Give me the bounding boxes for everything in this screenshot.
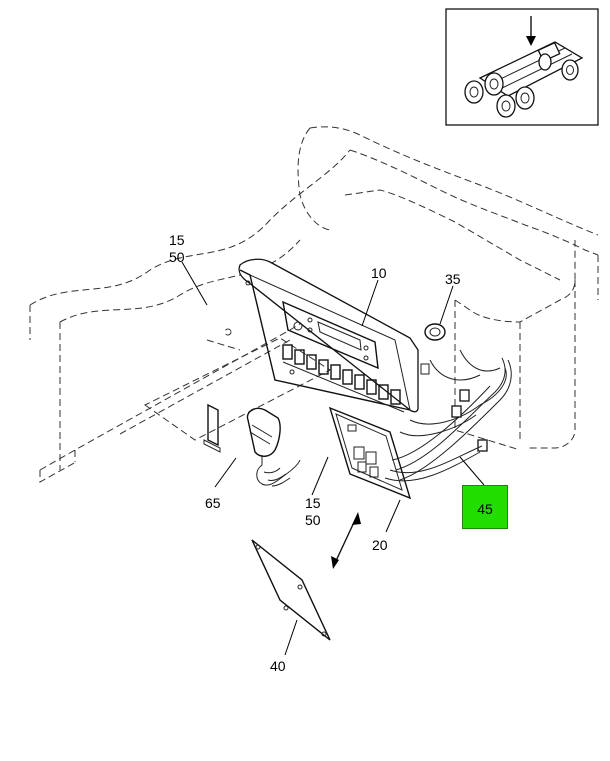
callout-15-bottom: 15: [305, 495, 321, 511]
wiring-harness: [384, 349, 512, 482]
callout-20: 20: [372, 537, 388, 553]
knob: [420, 323, 446, 375]
cover-plate: [251, 539, 331, 641]
callout-40: 40: [270, 658, 286, 674]
mic-bracket: [203, 403, 221, 453]
radio-unit: [282, 300, 379, 370]
control-panel: [238, 258, 419, 413]
callout-35: 35: [445, 271, 461, 287]
callout-45-label: 45: [477, 501, 493, 517]
lower-switch-panel: [328, 406, 412, 500]
locator-arrow-icon: [526, 16, 536, 46]
locator-inset: [445, 8, 599, 126]
callout-65: 65: [205, 495, 221, 511]
rocker-switch-row: [282, 344, 405, 413]
highlighted-callout-45[interactable]: 45: [462, 485, 508, 529]
callout-50-bottom: 50: [305, 512, 321, 528]
microphone: [246, 407, 301, 487]
callout-15-top: 15: [169, 232, 185, 248]
leader-lines: [181, 261, 485, 656]
callout-50-top: 50: [169, 249, 185, 265]
truck-chassis-icon: [464, 41, 584, 118]
double-arrow-icon: [331, 512, 361, 569]
callout-10: 10: [371, 265, 387, 281]
